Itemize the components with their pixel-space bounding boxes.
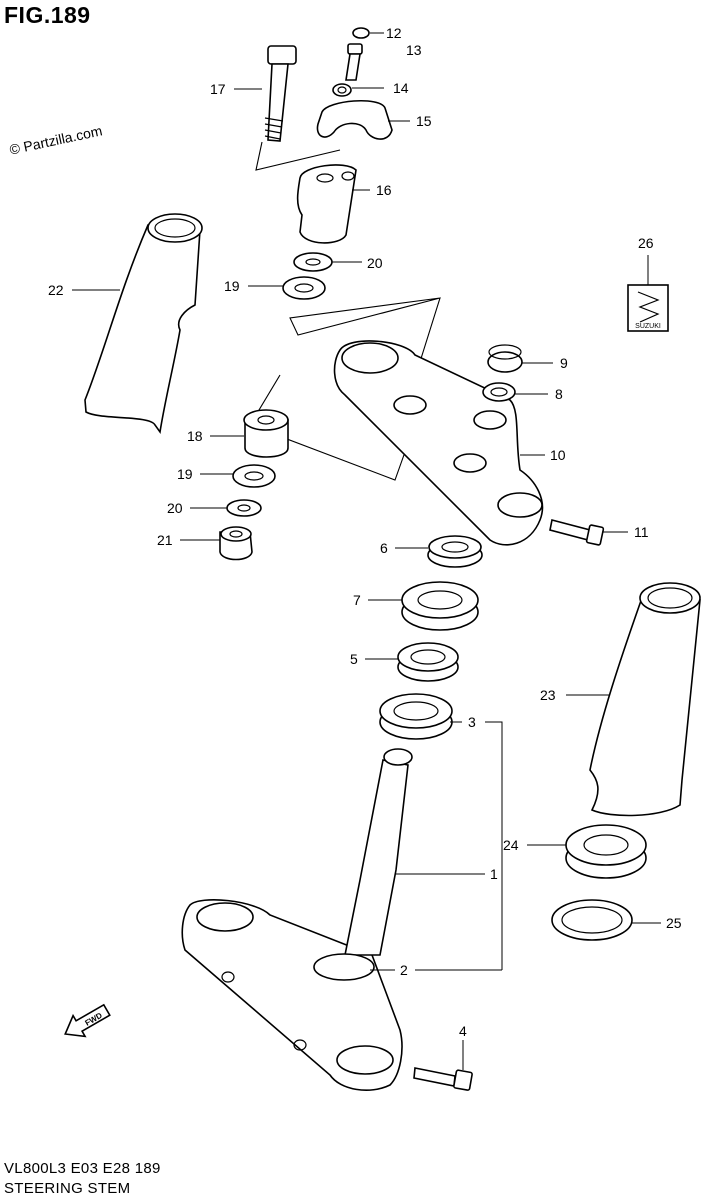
callout-labels: 12 13 14 15 16 17 20 19 22 26 9 8 10 11 …	[48, 25, 682, 1039]
callout-7: 7	[353, 592, 361, 608]
stem-lock-nut-part[interactable]	[565, 824, 647, 879]
section-name: STEERING STEM	[4, 1180, 131, 1197]
callout-19-upper: 19	[224, 278, 240, 294]
lower-bearing-part[interactable]	[379, 693, 453, 740]
washer-20-upper-part[interactable]	[293, 252, 333, 272]
washer-19-upper-part[interactable]	[282, 276, 326, 300]
callout-12: 12	[386, 25, 402, 41]
upper-bracket-bolt-part[interactable]	[549, 519, 605, 546]
fork-cover-left-part[interactable]	[84, 213, 203, 435]
callout-25: 25	[666, 915, 682, 931]
callout-20-upper: 20	[367, 255, 383, 271]
callout-6: 6	[380, 540, 388, 556]
upper-bearing-part[interactable]	[397, 642, 459, 682]
nut-small-part[interactable]	[332, 83, 352, 97]
callout-20-lower: 20	[167, 500, 183, 516]
callout-23: 23	[540, 687, 556, 703]
steering-stem-part[interactable]	[181, 748, 413, 1091]
fork-cover-right-part[interactable]	[589, 582, 701, 817]
callout-5: 5	[350, 651, 358, 667]
callout-13: 13	[406, 42, 422, 58]
model-code: VL800L3 E03 E28 189	[4, 1160, 161, 1177]
handlebar-holder-upper-part[interactable]	[316, 99, 393, 140]
callout-21: 21	[157, 532, 173, 548]
lower-bracket-bolt-part[interactable]	[413, 1067, 473, 1091]
washer-19-lower-part[interactable]	[232, 464, 276, 488]
cushion-part[interactable]	[243, 409, 289, 458]
callout-8: 8	[555, 386, 563, 402]
handlebar-holder-lower-part[interactable]	[296, 164, 357, 244]
callout-16: 16	[376, 182, 392, 198]
callout-18: 18	[187, 428, 203, 444]
callout-1: 1	[490, 866, 498, 882]
callout-17: 17	[210, 81, 226, 97]
washer-25-part[interactable]	[551, 899, 633, 941]
leader-lines	[72, 32, 661, 1070]
callout-9: 9	[560, 355, 568, 371]
forward-direction-arrow: FWD	[64, 1003, 111, 1038]
callout-4: 4	[459, 1023, 467, 1039]
callout-24: 24	[503, 837, 519, 853]
cap-small-part[interactable]	[352, 27, 370, 39]
cap-9-part[interactable]	[487, 344, 523, 373]
bolt-small-part[interactable]	[345, 43, 363, 81]
callout-3: 3	[468, 714, 476, 730]
callout-2: 2	[400, 962, 408, 978]
callout-26: 26	[638, 235, 654, 251]
callout-11: 11	[634, 524, 649, 540]
figure-title: FIG.189	[4, 2, 91, 28]
callout-22: 22	[48, 282, 64, 298]
washer-8-part[interactable]	[482, 382, 516, 402]
emblem-text: SUZUKI	[635, 323, 661, 330]
dust-seal-upper-part[interactable]	[401, 581, 479, 631]
callout-19-lower: 19	[177, 466, 193, 482]
callout-15: 15	[416, 113, 432, 129]
callout-14: 14	[393, 80, 409, 96]
callout-10: 10	[550, 447, 566, 463]
washer-20-lower-part[interactable]	[226, 499, 262, 517]
suzuki-emblem-part[interactable]: SUZUKI	[627, 284, 669, 332]
holder-bolt-part[interactable]	[264, 45, 297, 142]
nut-21-part[interactable]	[219, 526, 253, 561]
steering-stem-nut-part[interactable]	[427, 535, 483, 568]
